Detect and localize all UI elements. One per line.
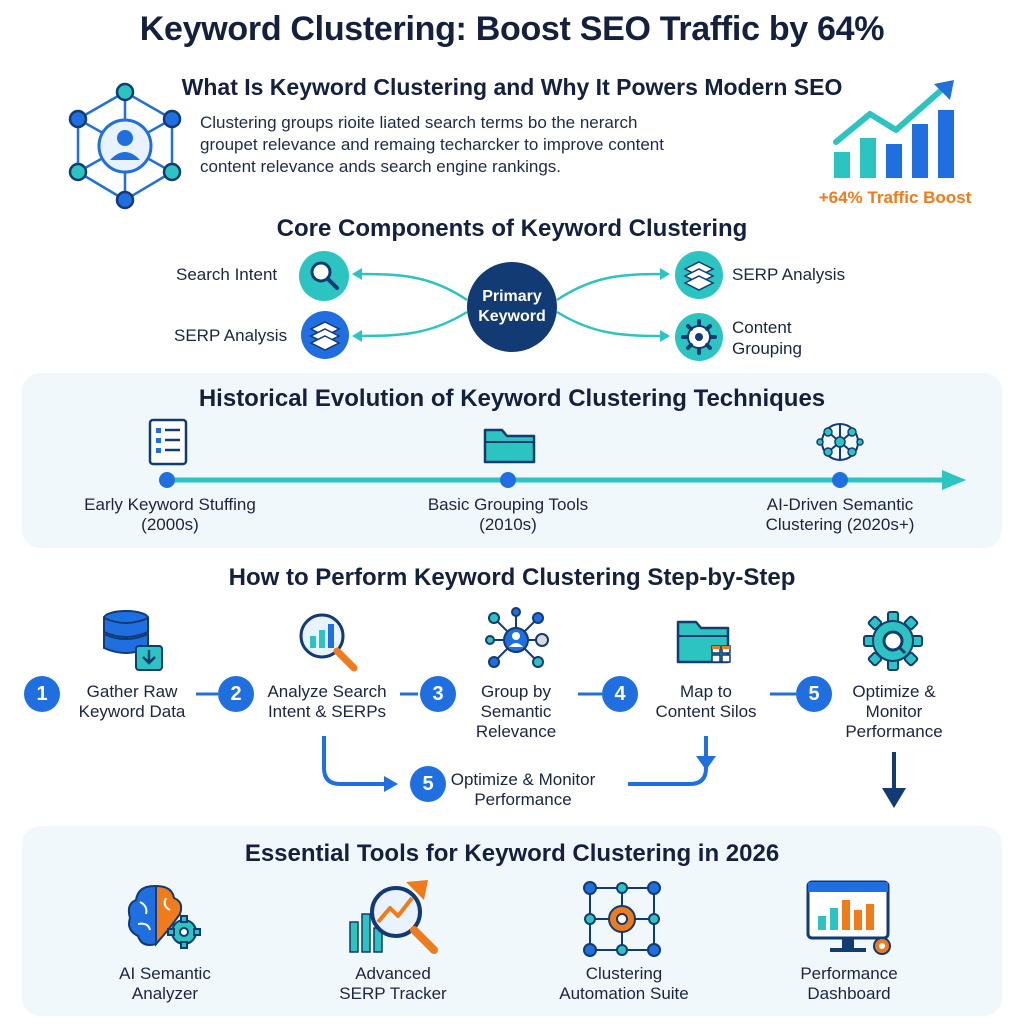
history-heading: Historical Evolution of Keyword Clusteri…: [198, 385, 826, 412]
tool-label-line: Automation Suite: [559, 984, 689, 1003]
page-title: Keyword Clustering: Boost SEO Traffic by…: [139, 10, 885, 48]
layers-icon: [675, 251, 723, 299]
ai-network-icon: [816, 423, 864, 461]
step-label-line: Monitor: [865, 702, 923, 721]
search-chart-icon: [299, 613, 358, 672]
step-1-label: Gather Raw Keyword Data: [62, 682, 202, 722]
step-label-line: Performance: [845, 722, 943, 741]
tool-serp-tracker-label: Advanced SERP Tracker: [308, 964, 478, 1004]
folder-grid-icon: [676, 620, 731, 664]
component-serp-analysis-label: SERP Analysis: [174, 326, 288, 345]
step-number-5: 5: [796, 676, 832, 712]
keyword-network-icon: [68, 82, 182, 210]
user-network-icon: [485, 607, 549, 668]
tool-label-line: SERP Tracker: [339, 984, 447, 1003]
step-label-line: Semantic: [480, 702, 552, 721]
component-content-grouping-label: Content Grouping: [732, 317, 822, 359]
component-connectors: [352, 268, 670, 342]
component-content-grouping-text: Content Grouping: [732, 318, 802, 358]
step-4-label: Map to Content Silos: [642, 682, 770, 722]
step-label-line: Relevance: [475, 722, 557, 741]
primary-keyword-node: Primary Keyword: [467, 262, 557, 352]
step-label-line: Intent & SERPs: [267, 702, 387, 721]
steps-heading: How to Perform Keyword Clustering Step-b…: [228, 564, 796, 591]
gear-icon: [675, 313, 723, 361]
timeline-stage-period: (2010s): [479, 515, 537, 534]
step-label-line: Optimize &: [852, 682, 936, 701]
step-number-2: 2: [218, 676, 254, 712]
step-number-1: 1: [24, 676, 60, 712]
traffic-boost-label: +64% Traffic Boost: [818, 188, 972, 207]
checklist-icon: [148, 418, 188, 466]
timeline-stage-period: Clustering (2020s+): [765, 515, 915, 534]
timeline-stage-name: Early Keyword Stuffing: [84, 495, 256, 514]
step-number-5-extra: 5: [410, 766, 446, 802]
timeline-stage-1: Early Keyword Stuffing (2000s): [60, 495, 280, 535]
folder-icon: [483, 428, 536, 464]
growth-chart-icon: [833, 80, 954, 178]
step-label-line: Gather Raw: [86, 682, 178, 701]
step-flow-connectors: [196, 692, 906, 808]
database-icon: [103, 610, 163, 671]
tool-label-line: Clustering: [585, 964, 663, 983]
component-search-intent-label: Search Intent: [176, 265, 278, 284]
step-3-label: Group by Semantic Relevance: [458, 682, 574, 742]
chart-magnifier-icon: [349, 880, 438, 954]
intro-line: groupet relevance and remaing techarcker…: [200, 135, 664, 154]
step-label-line: Optimize & Monitor: [450, 770, 596, 789]
tool-label-line: AI Semantic: [119, 964, 211, 983]
timeline-stage-name: AI-Driven Semantic: [766, 495, 914, 514]
step-2-label: Analyze Search Intent & SERPs: [254, 682, 400, 722]
tool-label-line: Performance: [800, 964, 898, 983]
tools-heading: Essential Tools for Keyword Clustering i…: [244, 840, 780, 867]
step-number-3: 3: [420, 676, 456, 712]
step-5-label: Optimize & Monitor Performance: [834, 682, 954, 742]
tool-dashboard-label: Performance Dashboard: [764, 964, 934, 1004]
layers-icon: [301, 311, 349, 359]
step-label-line: Map to: [680, 682, 732, 701]
timeline-arrow: [159, 470, 966, 490]
intro-line: content relevance ands search engine ran…: [200, 157, 562, 176]
step-label-line: Group by: [481, 682, 551, 701]
timeline-stage-3: AI-Driven Semantic Clustering (2020s+): [730, 495, 950, 535]
intro-line: Clustering groups rioite liated search t…: [200, 113, 638, 132]
tool-ai-semantic-analyzer-label: AI Semantic Analyzer: [80, 964, 250, 1004]
tool-automation-suite-label: Clustering Automation Suite: [534, 964, 714, 1004]
dashboard-icon: [806, 880, 891, 955]
gear-icon: [863, 611, 923, 671]
intro-description: Clustering groups rioite liated search t…: [200, 112, 800, 178]
components-heading: Core Components of Keyword Clustering: [276, 215, 748, 242]
tool-label-line: Dashboard: [807, 984, 891, 1003]
tool-label-line: Analyzer: [131, 984, 199, 1003]
step-number-4: 4: [602, 676, 638, 712]
step-label-line: Content Silos: [655, 702, 757, 721]
network-gear-icon: [583, 881, 661, 957]
step-extra-label: Optimize & Monitor Performance: [448, 770, 598, 810]
timeline-stage-2: Basic Grouping Tools (2010s): [398, 495, 618, 535]
magnifier-icon: [299, 251, 349, 301]
timeline-stage-period: (2000s): [141, 515, 199, 534]
step-label-line: Analyze Search: [267, 682, 387, 701]
brain-gear-icon: [127, 884, 201, 949]
step-label-line: Performance: [474, 790, 572, 809]
intro-heading: What Is Keyword Clustering and Why It Po…: [181, 74, 843, 100]
component-serp-analysis-right-label: SERP Analysis: [732, 265, 846, 284]
step-label-line: Keyword Data: [78, 702, 186, 721]
timeline-stage-name: Basic Grouping Tools: [427, 495, 589, 514]
tool-label-line: Advanced: [355, 964, 431, 983]
